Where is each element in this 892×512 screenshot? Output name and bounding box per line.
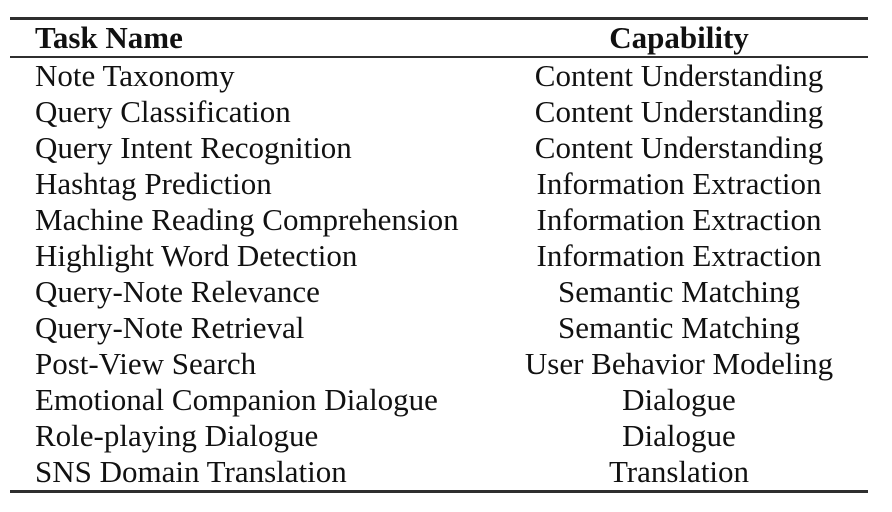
table-row: Machine Reading Comprehension Informatio… bbox=[10, 202, 868, 238]
capability-cell: Content Understanding bbox=[534, 129, 824, 165]
task-name-header: Task Name bbox=[35, 20, 183, 55]
bottom-rule bbox=[10, 489, 868, 493]
capability-cell: Information Extraction bbox=[536, 165, 822, 201]
task-cell: Query-Note Retrieval bbox=[35, 309, 305, 345]
table-row: Emotional Companion Dialogue Dialogue bbox=[10, 382, 868, 418]
capability-cell: Information Extraction bbox=[536, 201, 822, 237]
capability-cell: User Behavior Modeling bbox=[524, 345, 834, 381]
capability-cell: Translation bbox=[608, 453, 750, 489]
task-cell: Query Classification bbox=[35, 93, 291, 129]
table-row: SNS Domain Translation Translation bbox=[10, 454, 868, 490]
capability-cell: Information Extraction bbox=[536, 237, 822, 273]
task-cell: Note Taxonomy bbox=[35, 57, 235, 93]
table-header-row: Task Name Capability bbox=[10, 20, 868, 56]
task-cell: Highlight Word Detection bbox=[35, 237, 358, 273]
table-row: Query-Note Relevance Semantic Matching bbox=[10, 274, 868, 310]
task-cell: Role-playing Dialogue bbox=[35, 417, 319, 453]
capability-cell: Semantic Matching bbox=[558, 309, 800, 345]
task-cell: Machine Reading Comprehension bbox=[35, 201, 459, 237]
table-row: Note Taxonomy Content Understanding bbox=[10, 58, 868, 94]
table-row: Query Classification Content Understandi… bbox=[10, 94, 868, 130]
top-rule bbox=[10, 17, 868, 20]
table-row: Role-playing Dialogue Dialogue bbox=[10, 418, 868, 454]
task-cell: SNS Domain Translation bbox=[35, 453, 347, 489]
table-row: Highlight Word Detection Information Ext… bbox=[10, 238, 868, 274]
table-row: Hashtag Prediction Information Extractio… bbox=[10, 166, 868, 202]
task-cell: Emotional Companion Dialogue bbox=[35, 381, 438, 417]
capability-header: Capability bbox=[609, 20, 749, 55]
task-capability-table: Task Name Capability Note Taxonomy Conte… bbox=[10, 17, 868, 493]
table-row: Query Intent Recognition Content Underst… bbox=[10, 130, 868, 166]
task-cell: Query-Note Relevance bbox=[35, 273, 320, 309]
table-row: Post-View Search User Behavior Modeling bbox=[10, 346, 868, 382]
capability-cell: Dialogue bbox=[622, 417, 736, 453]
table-row: Query-Note Retrieval Semantic Matching bbox=[10, 310, 868, 346]
capability-cell: Semantic Matching bbox=[558, 273, 800, 309]
capability-cell: Content Understanding bbox=[534, 93, 824, 129]
task-cell: Hashtag Prediction bbox=[35, 165, 272, 201]
task-cell: Post-View Search bbox=[35, 345, 257, 381]
capability-cell: Content Understanding bbox=[534, 57, 824, 93]
task-cell: Query Intent Recognition bbox=[35, 129, 352, 165]
capability-cell: Dialogue bbox=[622, 381, 736, 417]
header-separator-rule bbox=[10, 56, 868, 58]
